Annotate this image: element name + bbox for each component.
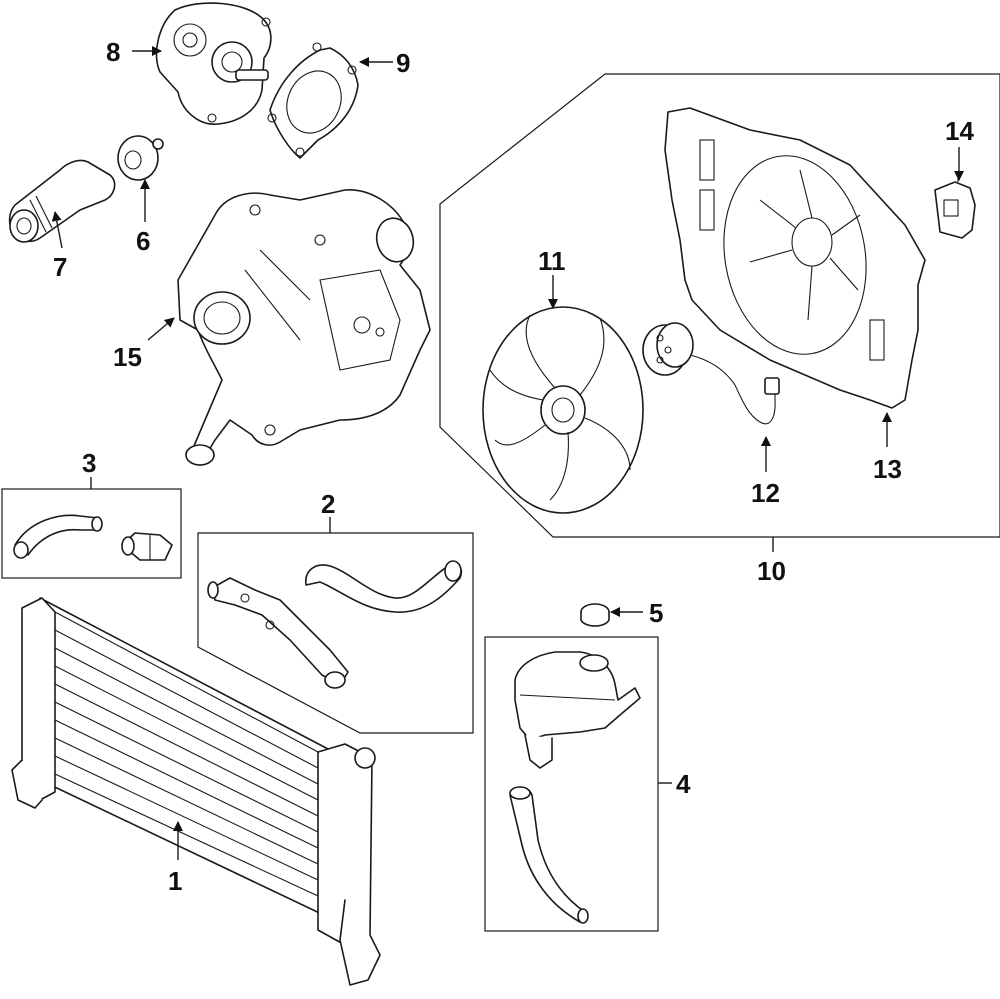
cooling-fan-part[interactable] xyxy=(482,306,644,514)
leader-line-7 xyxy=(51,211,63,249)
seal-ring-part[interactable] xyxy=(117,135,164,181)
reservoir-hose-part[interactable] xyxy=(509,786,589,924)
coolant-reservoir-part[interactable] xyxy=(514,651,641,769)
callout-7: 7 xyxy=(53,252,67,282)
callout-3: 3 xyxy=(82,448,96,478)
radiator-part[interactable] xyxy=(11,597,381,986)
callout-10: 10 xyxy=(757,556,786,586)
bypass-hose-part[interactable] xyxy=(13,514,103,559)
callout-4: 4 xyxy=(676,769,691,799)
inlet-pipe-part[interactable] xyxy=(207,577,349,689)
callout-6: 6 xyxy=(136,226,150,256)
callout-1: 1 xyxy=(168,866,182,896)
callout-9: 9 xyxy=(396,48,410,78)
thermostat-housing-part[interactable] xyxy=(177,189,431,466)
fan-connector-part[interactable] xyxy=(934,172,976,239)
group-box-4 xyxy=(484,636,659,932)
callout-5: 5 xyxy=(649,598,663,628)
fan-shroud-part[interactable] xyxy=(664,107,926,409)
callout-13: 13 xyxy=(873,454,902,484)
water-pump-part[interactable] xyxy=(155,2,272,125)
callout-8: 8 xyxy=(106,37,120,67)
callout-2: 2 xyxy=(321,489,335,519)
outlet-fitting-part[interactable] xyxy=(8,159,116,243)
fan-motor-part[interactable] xyxy=(642,322,780,425)
reservoir-cap-part[interactable] xyxy=(580,603,610,627)
callout-14: 14 xyxy=(945,116,974,146)
callout-12: 12 xyxy=(751,478,780,508)
leader-line-15 xyxy=(147,317,175,341)
callout-11: 11 xyxy=(538,246,566,276)
group-box-10 xyxy=(439,73,1000,538)
group-box-2 xyxy=(197,532,474,734)
upper-radiator-hose-part[interactable] xyxy=(305,560,463,613)
pump-gasket-part[interactable] xyxy=(267,42,359,159)
callout-15: 15 xyxy=(113,342,142,372)
hose-connector-part[interactable] xyxy=(121,532,173,561)
